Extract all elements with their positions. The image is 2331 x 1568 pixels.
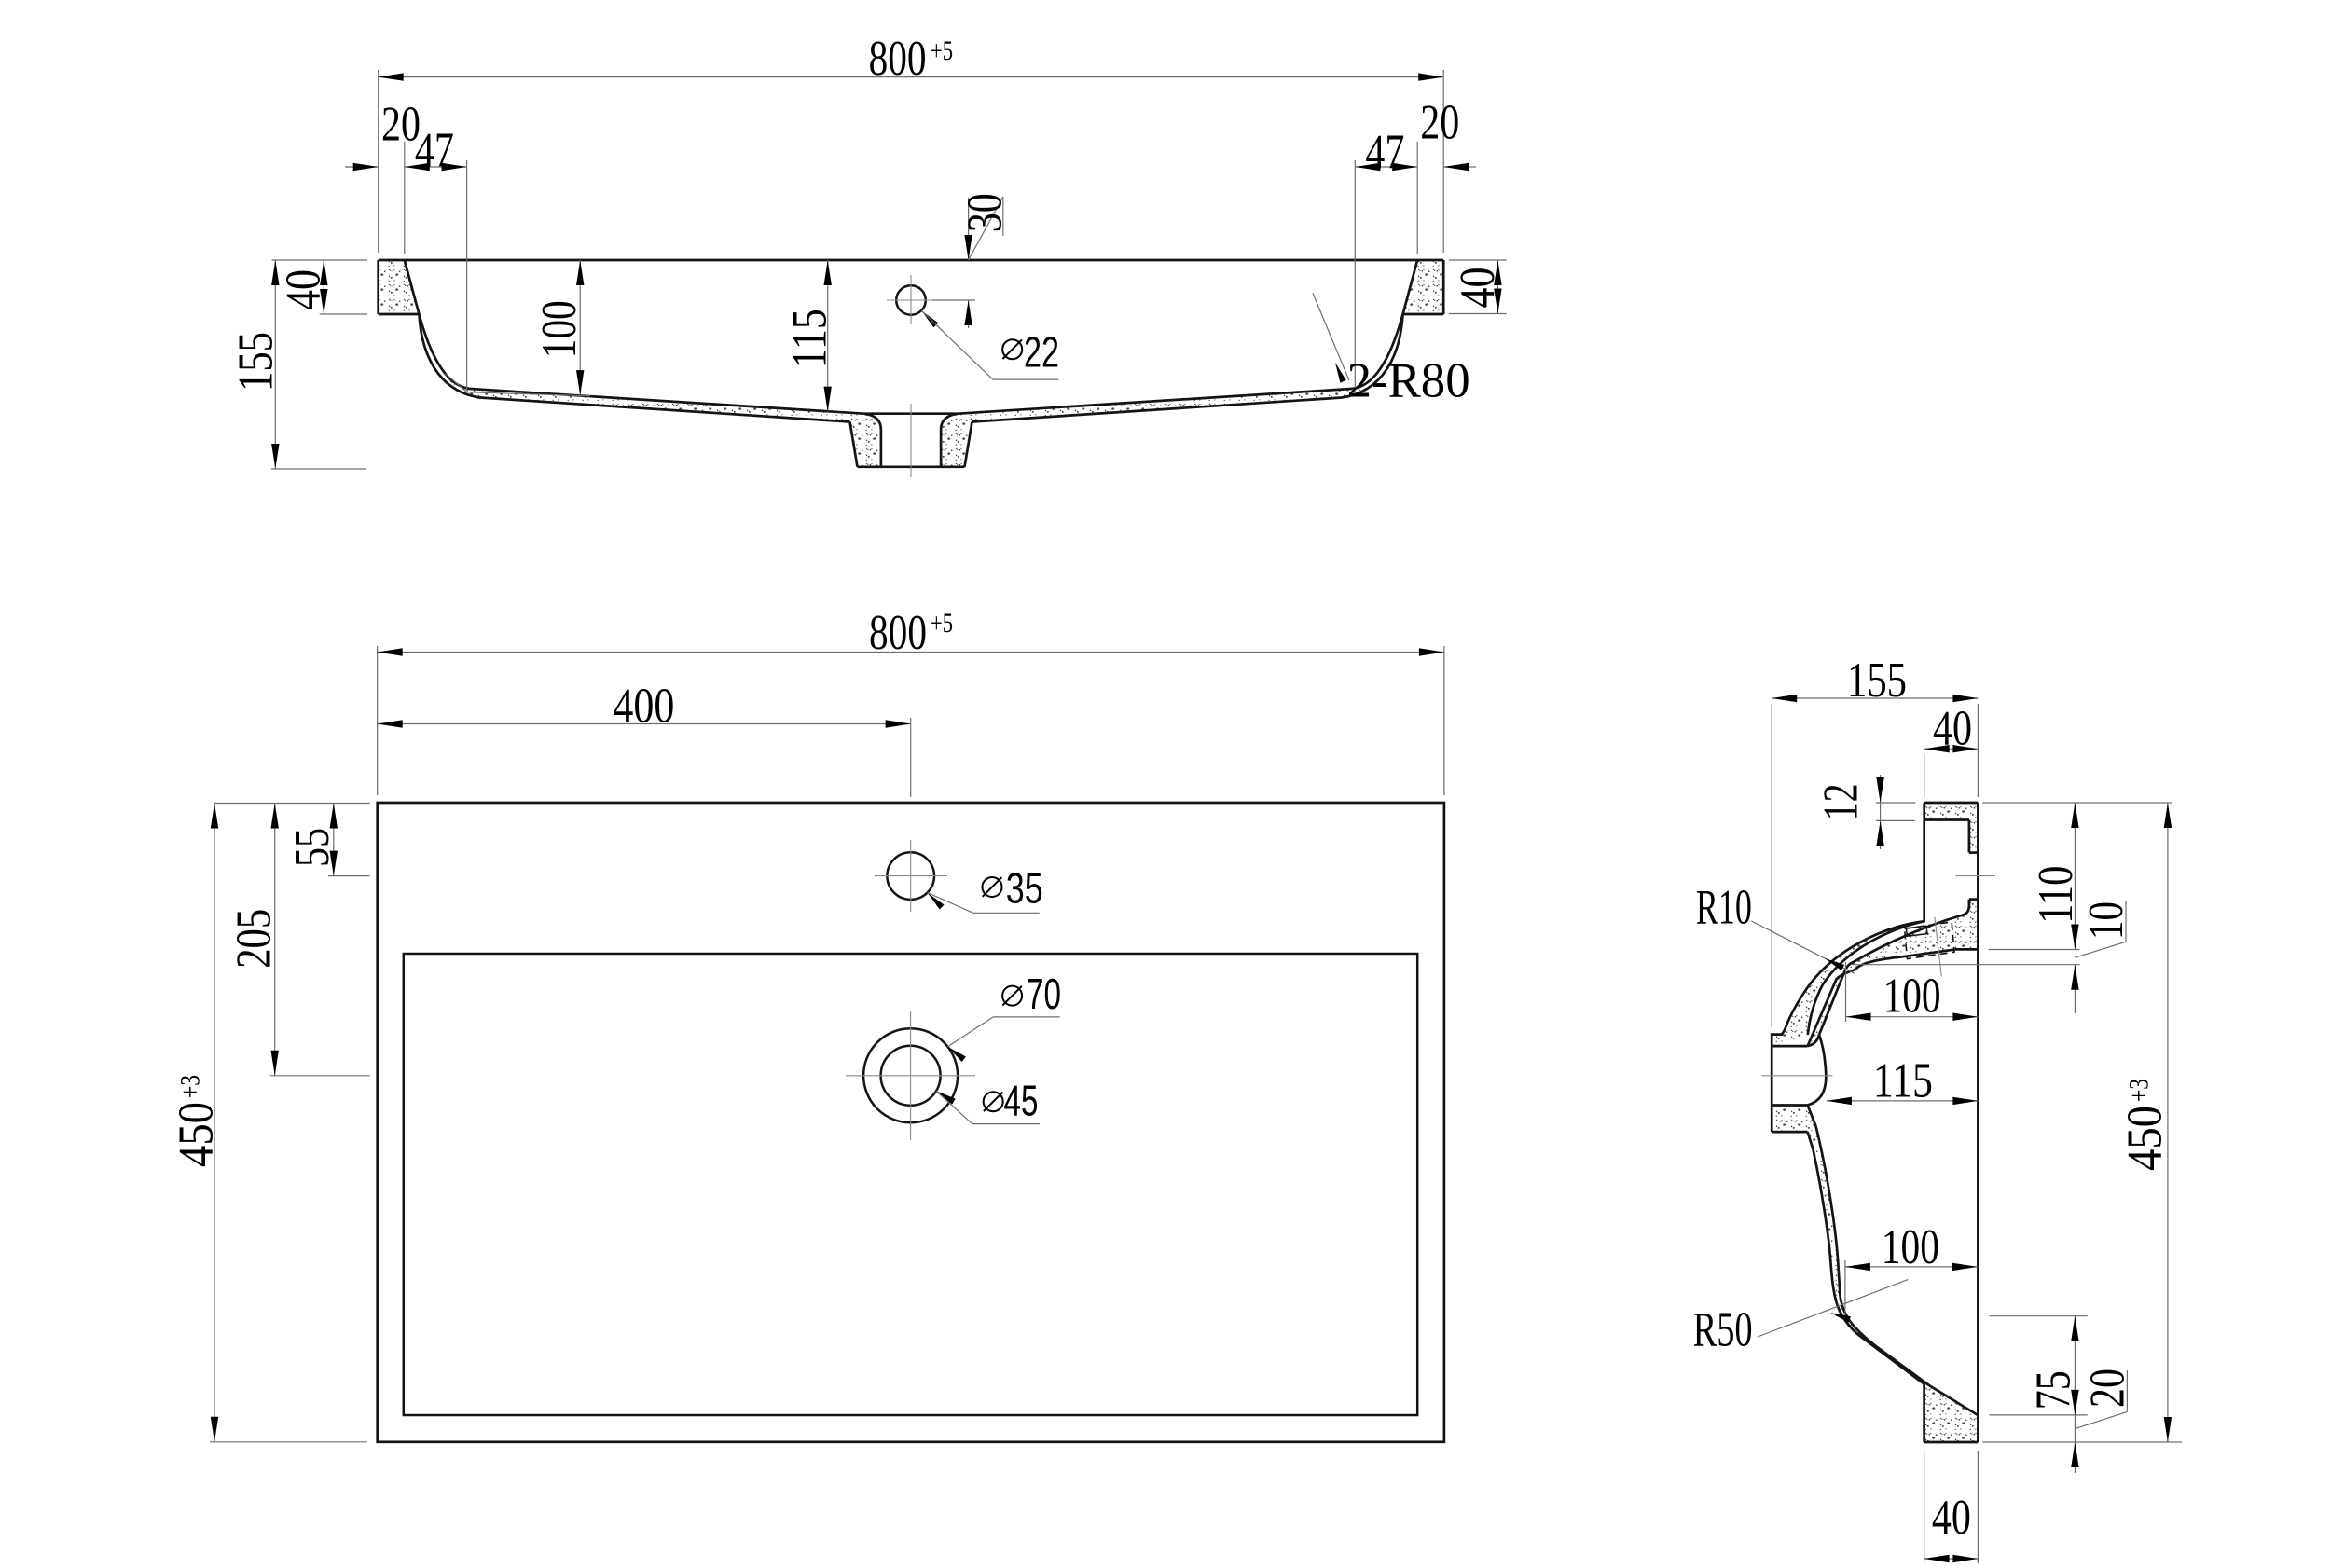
svg-text:800: 800 (869, 32, 927, 86)
svg-text:100: 100 (1883, 969, 1941, 1023)
svg-text:R10: R10 (1696, 881, 1752, 935)
svg-text:2-R80: 2-R80 (1347, 353, 1470, 407)
svg-text:100: 100 (532, 300, 586, 358)
svg-text:155: 155 (1847, 653, 1907, 708)
svg-text:205: 205 (228, 909, 282, 969)
svg-text:R50: R50 (1693, 1303, 1753, 1357)
svg-text:30: 30 (959, 193, 1013, 232)
svg-text:800: 800 (869, 606, 927, 660)
svg-text:47: 47 (415, 124, 454, 178)
svg-text:110: 110 (2029, 866, 2083, 924)
svg-text:+5: +5 (931, 35, 953, 66)
svg-text:40: 40 (1932, 1491, 1971, 1545)
svg-text:100: 100 (1882, 1220, 1939, 1274)
svg-text:+5: +5 (931, 608, 953, 639)
svg-text:55: 55 (285, 828, 339, 867)
svg-text:+3: +3 (2124, 1079, 2155, 1102)
svg-text:75: 75 (2027, 1370, 2081, 1410)
svg-text:450: 450 (170, 1102, 224, 1167)
svg-text:40: 40 (1451, 268, 1505, 309)
svg-text:35: 35 (1006, 864, 1043, 913)
svg-text:20: 20 (381, 97, 421, 151)
svg-text:47: 47 (1365, 126, 1404, 180)
svg-text:12: 12 (1814, 783, 1868, 820)
svg-text:10: 10 (2079, 901, 2133, 940)
svg-text:450: 450 (2118, 1106, 2172, 1171)
svg-text:20: 20 (2080, 1369, 2134, 1408)
svg-text:20: 20 (1420, 95, 1459, 149)
svg-text:22: 22 (1024, 328, 1059, 377)
svg-text:70: 70 (1027, 970, 1061, 1018)
svg-text:400: 400 (613, 680, 674, 734)
svg-text:+3: +3 (175, 1075, 206, 1098)
svg-text:115: 115 (1873, 1053, 1933, 1107)
svg-text:40: 40 (277, 269, 331, 310)
svg-text:115: 115 (783, 309, 837, 368)
svg-text:40: 40 (1933, 702, 1972, 756)
svg-text:45: 45 (1004, 1076, 1039, 1124)
svg-text:155: 155 (229, 332, 283, 392)
